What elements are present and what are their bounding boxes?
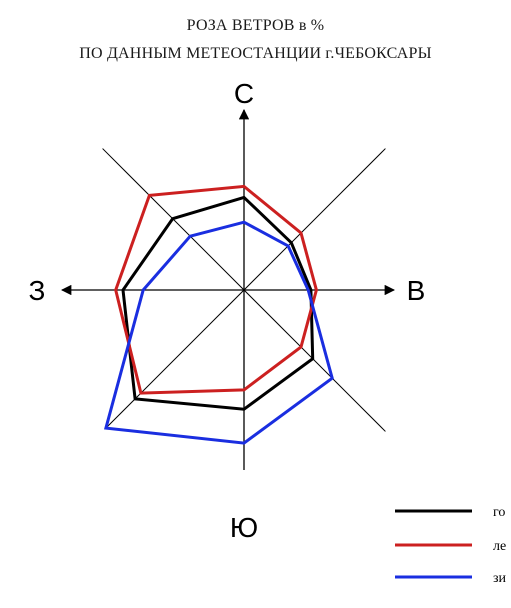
legend-label-2: ле <box>493 539 506 554</box>
axes-layer <box>60 108 396 470</box>
chart-title: РОЗА ВЕТРОВ в % ПО ДАННЫМ МЕТЕОСТАНЦИИ г… <box>0 12 511 68</box>
direction-label-east: В <box>407 275 426 306</box>
axis-diagonal-sw-ne <box>105 148 386 429</box>
series-polygon-1 <box>121 195 315 411</box>
series-polygon-2 <box>114 184 318 395</box>
legend-label-1: го <box>493 505 505 520</box>
series-polygon-3 <box>103 220 334 445</box>
direction-label-north: С <box>234 78 254 109</box>
title-line-1: РОЗА ВЕТРОВ в % <box>186 17 325 34</box>
direction-labels: С В Ю З <box>29 78 426 543</box>
direction-label-south: Ю <box>230 512 258 543</box>
legend-label-3: зи <box>493 571 507 586</box>
legend: го ле зи <box>395 505 507 586</box>
title-line-2: ПО ДАННЫМ МЕТЕОСТАНЦИИ г.ЧЕБОКСАРЫ <box>79 45 432 62</box>
direction-label-west: З <box>29 275 46 306</box>
series-layer <box>103 184 334 445</box>
